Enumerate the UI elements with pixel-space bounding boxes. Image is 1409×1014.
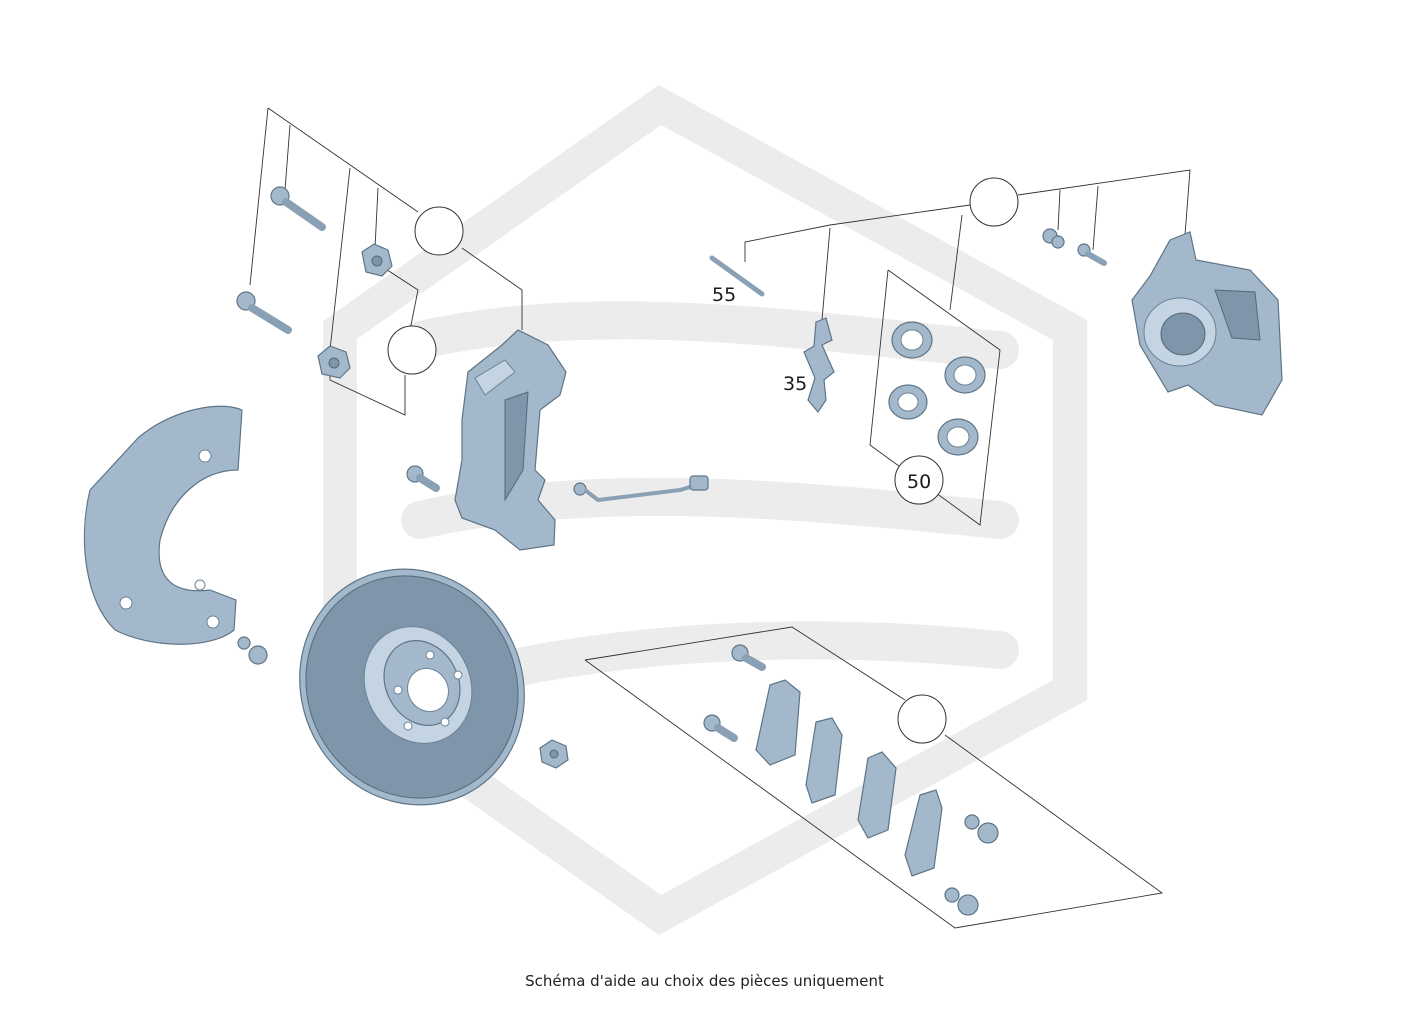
nut-icon <box>317 345 351 379</box>
screw-icon <box>731 644 766 671</box>
brake-pad-icon <box>857 751 897 839</box>
leader-lines-upper-right <box>744 169 1191 526</box>
callout-50-label: 50 <box>907 471 931 493</box>
callout-balloon-1 <box>414 206 464 256</box>
callout-balloon-4 <box>897 694 947 744</box>
callout-55: 55 <box>712 284 736 306</box>
callout-balloon-50 <box>894 455 944 505</box>
screw-icon <box>944 887 979 916</box>
screw-icon <box>703 714 738 742</box>
seal-ring-icon <box>888 384 928 420</box>
seal-ring-icon <box>891 321 933 359</box>
wear-sensor-icon <box>573 475 709 503</box>
nut-icon <box>361 243 393 277</box>
screw-icon <box>236 291 292 334</box>
brake-pad-icon <box>805 717 843 804</box>
callout-35: 35 <box>783 373 807 395</box>
screw-icon <box>270 186 326 231</box>
screw-icon <box>539 739 569 769</box>
dust-shield-icon <box>83 405 243 645</box>
callout-balloon-2 <box>387 325 437 375</box>
screw-icon <box>237 636 268 665</box>
guide-pin-icon <box>709 255 765 297</box>
seal-ring-icon <box>937 418 979 456</box>
spring-clip-icon <box>803 317 835 414</box>
leader-lines-pads <box>584 626 1164 929</box>
bleed-screw-icon <box>1042 228 1065 249</box>
diagram-caption: Schéma d'aide au choix des pièces unique… <box>525 972 884 990</box>
brake-disc-icon <box>299 568 525 806</box>
seal-ring-icon <box>944 356 986 394</box>
bleed-screw-icon <box>1077 243 1107 266</box>
brake-caliper-icon <box>1131 231 1283 416</box>
screw-icon <box>406 465 440 492</box>
brake-caliper-carrier-icon <box>454 329 567 551</box>
brake-pad-icon <box>755 679 801 766</box>
brake-pad-icon <box>904 789 943 877</box>
callout-balloon-3 <box>969 177 1019 227</box>
screw-icon <box>964 814 999 844</box>
